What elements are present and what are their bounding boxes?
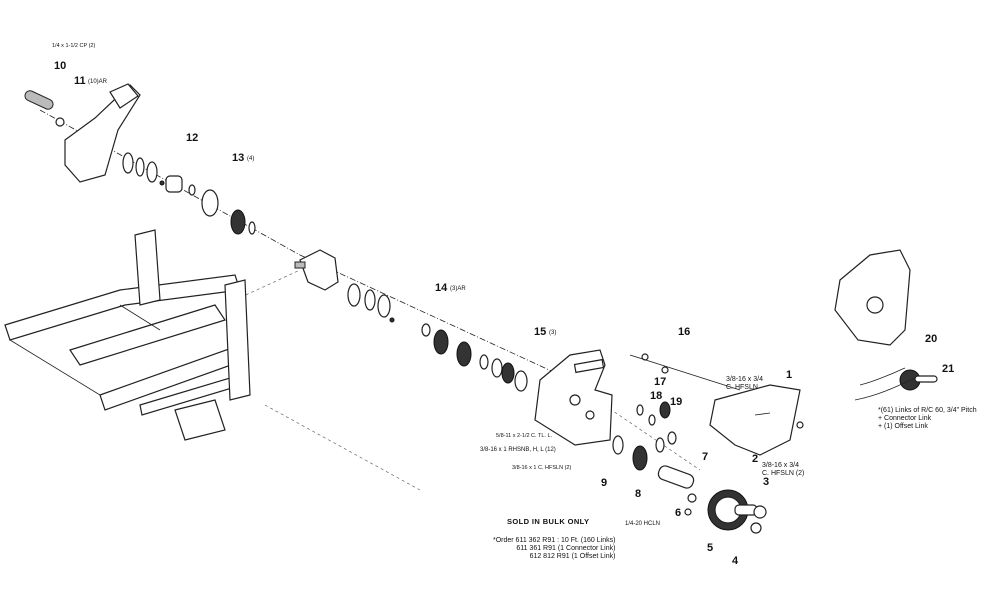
- hardware-hfsln-bottom-label: 3/8-16 x 3/4 C. HFSLN (2): [762, 462, 805, 477]
- callout-4: 4: [732, 555, 739, 567]
- callout-3: 3: [763, 476, 770, 488]
- callout-15: 15: [534, 326, 547, 338]
- hardware-hcln-label: 1/4-20 HCLN: [625, 521, 661, 527]
- callout-5: 5: [707, 542, 714, 554]
- callout-19: 19: [670, 396, 683, 408]
- callout-17: 17: [654, 376, 667, 388]
- callout-11-qty: (10)AR: [88, 79, 108, 85]
- callout-20: 20: [925, 333, 938, 345]
- callout-14-qty: (3)AR: [450, 286, 466, 292]
- hardware-ctl-label: 5/8-11 x 2-1/2 C. TL. L.: [496, 433, 553, 439]
- shaft-parts-middle: [347, 283, 528, 392]
- gear-housing: [534, 349, 613, 446]
- hardware-rhsnb-label: 3/8-16 x 1 RHSNB, H, L (12): [480, 447, 556, 453]
- middle-bracket: [294, 249, 339, 291]
- callout-6: 6: [675, 507, 682, 519]
- hardware-hfsln-top-label: 3/8-16 x 3/4 C. HFSLN: [726, 376, 763, 391]
- upper-bracket: [24, 83, 141, 183]
- callout-13-qty: (4): [247, 156, 255, 162]
- main-frame: [4, 229, 251, 441]
- chain-links-note: *(61) Links of R/C 60, 3/4" Pitch + Conn…: [878, 407, 977, 430]
- right-gearcase: [834, 249, 938, 401]
- callout-8: 8: [635, 488, 642, 500]
- callout-14: 14: [435, 282, 448, 294]
- callout-10: 10: [54, 60, 67, 72]
- callout-1: 1: [786, 369, 793, 381]
- order-note: *Order 611 362 R91 : 10 Ft. (160 Links) …: [493, 537, 616, 560]
- callout-13: 13: [232, 152, 245, 164]
- hardware-hfsln-left-label: 3/8-16 x 1 C. HFSLN (2): [512, 465, 572, 471]
- callout-2: 2: [752, 453, 759, 465]
- callout-7: 7: [702, 451, 709, 463]
- shaft-parts-upper: [122, 152, 256, 235]
- sprocket-cluster: [612, 353, 767, 534]
- callout-12: 12: [186, 132, 199, 144]
- callout-11: 11: [74, 75, 86, 87]
- callout-15-qty: (3): [549, 330, 557, 336]
- chain-guard-plate: [709, 384, 804, 456]
- sold-in-bulk-note: SOLD IN BULK ONLY: [507, 517, 590, 526]
- callout-16: 16: [678, 326, 691, 338]
- hardware-cp-label: 1/4 x 1-1/2 CP (2): [52, 43, 96, 49]
- callout-9: 9: [601, 477, 608, 489]
- callout-18: 18: [650, 390, 663, 402]
- callout-21: 21: [942, 363, 955, 375]
